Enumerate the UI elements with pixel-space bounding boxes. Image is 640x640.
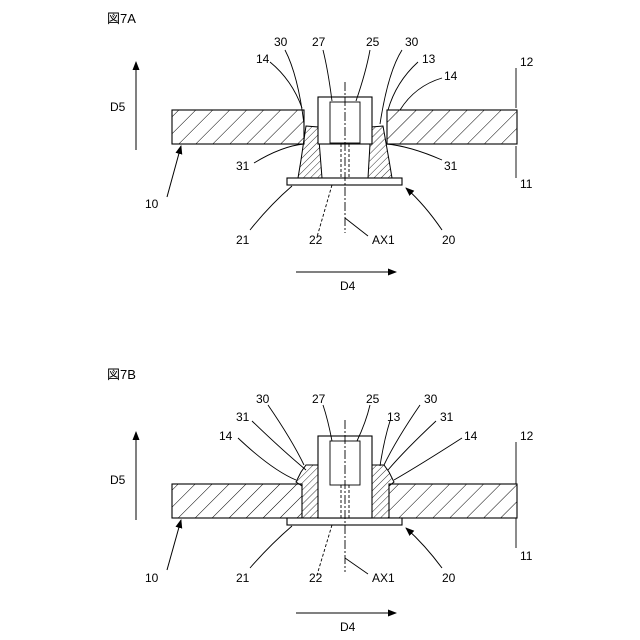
label-14-right: 14 <box>464 429 478 443</box>
label-AX1: AX1 <box>372 571 395 585</box>
label-22: 22 <box>309 233 323 247</box>
label-30-left: 30 <box>256 392 270 406</box>
label-14-left: 14 <box>256 52 270 66</box>
flange-head <box>287 178 402 185</box>
label-14-right: 14 <box>444 69 458 83</box>
figure-7a: 図7A D5 D4 <box>107 11 534 293</box>
label-12: 12 <box>520 429 534 443</box>
label-D5: D5 <box>110 100 126 114</box>
label-10: 10 <box>145 571 159 585</box>
figure-7b: 図7B D5 D4 <box>107 367 534 634</box>
label-22: 22 <box>309 571 323 585</box>
label-30-right: 30 <box>424 392 438 406</box>
label-30-right: 30 <box>405 35 419 49</box>
panel-right-portion <box>387 110 517 144</box>
panel-left-portion <box>172 484 302 518</box>
figure-title: 図7B <box>107 367 136 382</box>
label-21: 21 <box>236 233 250 247</box>
label-20: 20 <box>442 233 456 247</box>
label-21: 21 <box>236 571 250 585</box>
panel-right-portion <box>389 484 517 518</box>
label-31-right: 31 <box>440 410 454 424</box>
label-14-left: 14 <box>219 429 233 443</box>
figure-title: 図7A <box>107 11 136 26</box>
label-25: 25 <box>366 35 380 49</box>
label-13: 13 <box>387 410 401 424</box>
label-11: 11 <box>520 549 533 563</box>
label-27: 27 <box>312 35 326 49</box>
label-25: 25 <box>366 392 380 406</box>
label-31-right: 31 <box>444 159 458 173</box>
label-12: 12 <box>520 55 534 69</box>
label-11: 11 <box>520 177 533 191</box>
label-27: 27 <box>312 392 326 406</box>
label-20: 20 <box>442 571 456 585</box>
label-D4: D4 <box>340 620 356 634</box>
label-30-left: 30 <box>274 35 288 49</box>
label-31-left: 31 <box>236 410 250 424</box>
label-10: 10 <box>145 197 159 211</box>
flange-head <box>287 518 402 525</box>
label-13: 13 <box>422 52 436 66</box>
label-AX1: AX1 <box>372 233 395 247</box>
label-D5: D5 <box>110 473 126 487</box>
panel-left-portion <box>172 110 304 144</box>
label-D4: D4 <box>340 279 356 293</box>
label-31-left: 31 <box>236 159 250 173</box>
